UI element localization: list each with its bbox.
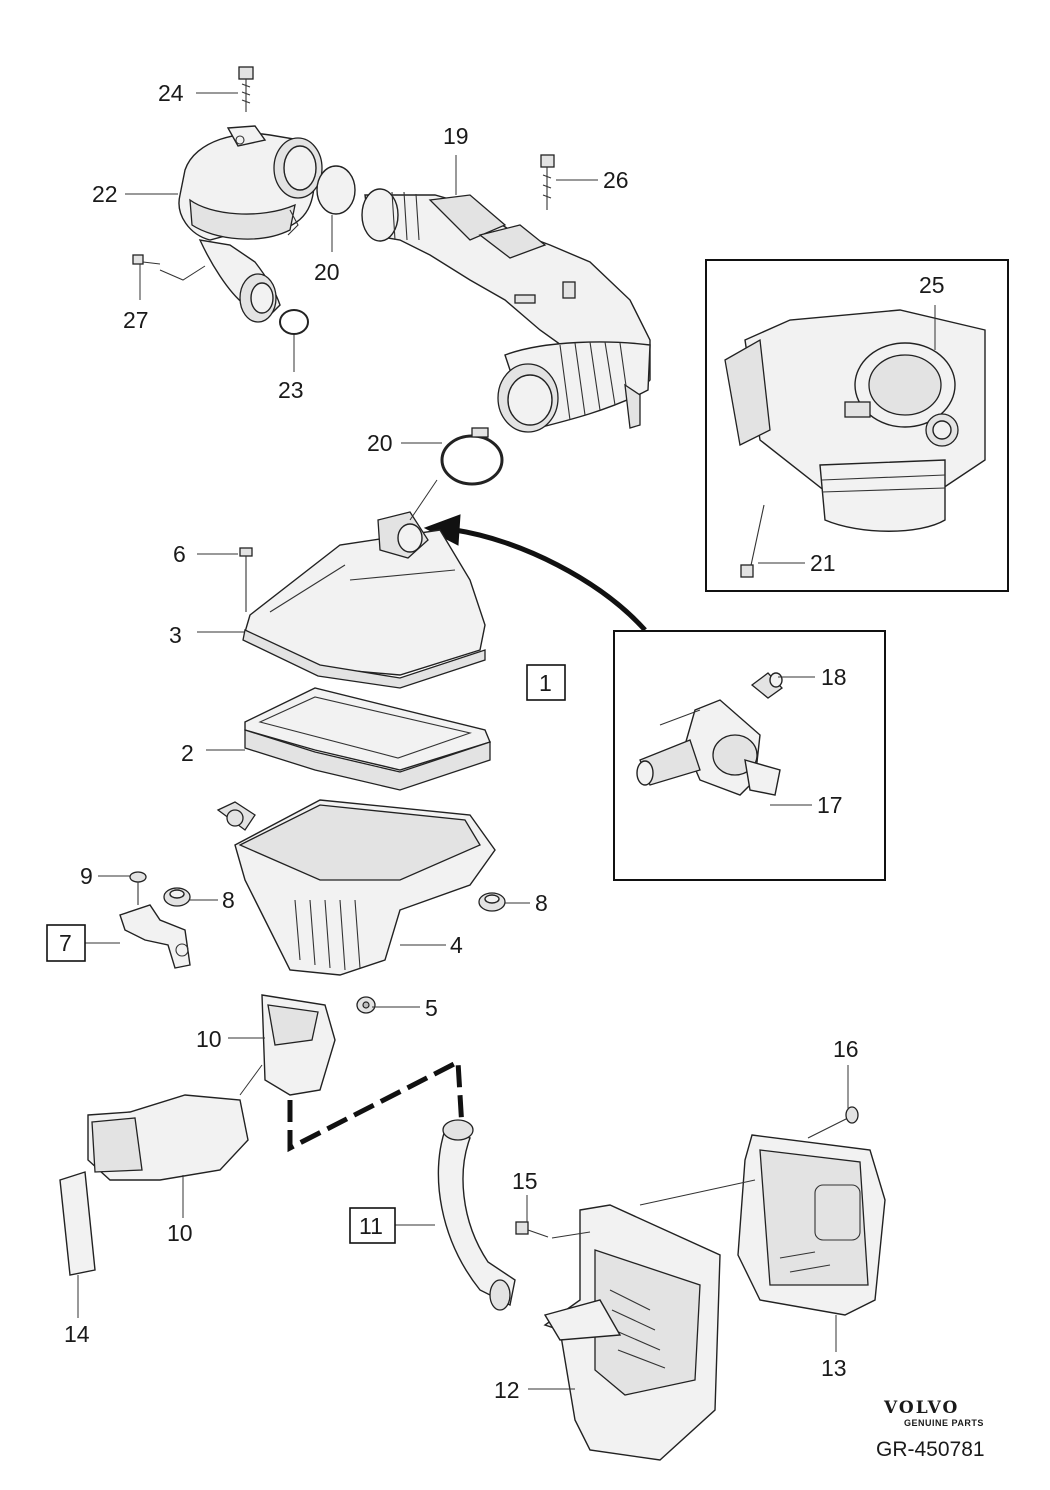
callout-24: 24 <box>158 80 184 106</box>
callout-20-lower: 20 <box>367 430 393 456</box>
bolt-24 <box>238 66 254 112</box>
callout-20-top: 20 <box>314 259 340 285</box>
bolt-9 <box>129 871 147 905</box>
airbox-base-4 <box>216 799 496 976</box>
callout-25: 25 <box>919 272 945 298</box>
callout-10-upper: 10 <box>196 1026 222 1052</box>
callout-21: 21 <box>810 550 836 576</box>
callout-3: 3 <box>169 622 182 648</box>
callout-6: 6 <box>173 541 186 567</box>
sensor-17 <box>636 699 781 796</box>
brand-tagline: GENUINE PARTS <box>904 1418 984 1428</box>
callout-23: 23 <box>278 377 304 403</box>
svg-text:11: 11 <box>359 1213 383 1239</box>
bolt-15 <box>515 1221 549 1238</box>
air-filter-2 <box>244 687 491 791</box>
callout-5: 5 <box>425 995 438 1021</box>
callout-19: 19 <box>443 123 469 149</box>
diagram-reference: GR-450781 <box>876 1438 985 1461</box>
bolt-6 <box>239 547 253 612</box>
callout-14: 14 <box>64 1321 90 1347</box>
callout-11-box: 11 <box>349 1207 396 1244</box>
callout-1-box: 1 <box>526 664 566 701</box>
reference-arrow <box>454 527 647 632</box>
detail-frame-sensor <box>613 630 886 881</box>
hose-clamp-20-lower <box>440 434 504 486</box>
detail-frame-throttle-body <box>705 259 1009 592</box>
housing-12 <box>543 1204 721 1461</box>
grommet-8-right <box>478 892 506 912</box>
bolt-27 <box>132 254 161 265</box>
callout-13: 13 <box>821 1355 847 1381</box>
callout-8-right: 8 <box>535 890 548 916</box>
callout-12: 12 <box>494 1377 520 1403</box>
callout-7-box: 7 <box>46 924 86 962</box>
grommet-8-left <box>163 887 191 907</box>
callout-26: 26 <box>603 167 629 193</box>
callout-22: 22 <box>92 181 118 207</box>
bolt-16 <box>807 1106 859 1139</box>
leader-lines <box>77 92 936 1390</box>
air-duct-10-upper <box>261 994 336 1096</box>
bolt-26 <box>540 154 555 210</box>
callout-27: 27 <box>123 307 149 333</box>
cover-13 <box>737 1134 886 1316</box>
callout-2: 2 <box>181 740 194 766</box>
nut-5 <box>356 996 376 1014</box>
callout-15: 15 <box>512 1168 538 1194</box>
bolt-21 <box>740 504 765 578</box>
airbox-lid-3 <box>242 511 486 689</box>
intake-hose-11 <box>437 1119 516 1311</box>
intake-duct-19 <box>361 188 651 433</box>
intake-housing-22 <box>178 125 323 323</box>
air-duct-10-lower <box>87 1094 249 1181</box>
callout-4: 4 <box>450 932 463 958</box>
hose-clamp-20-top <box>316 165 356 215</box>
callout-8-left: 8 <box>222 887 235 913</box>
svg-text:7: 7 <box>59 930 72 956</box>
callout-18: 18 <box>821 664 847 690</box>
bracket-7 <box>119 904 191 969</box>
screw-18 <box>750 672 783 699</box>
callout-16: 16 <box>833 1036 859 1062</box>
callout-17: 17 <box>817 792 843 818</box>
svg-text:1: 1 <box>539 670 552 696</box>
cover-14 <box>59 1171 96 1276</box>
callout-9: 9 <box>80 863 93 889</box>
brand-logo: VOLVO <box>883 1398 959 1418</box>
throttle-body-25 <box>724 309 986 532</box>
callout-10-lower: 10 <box>167 1220 193 1246</box>
o-ring-23 <box>279 309 309 335</box>
